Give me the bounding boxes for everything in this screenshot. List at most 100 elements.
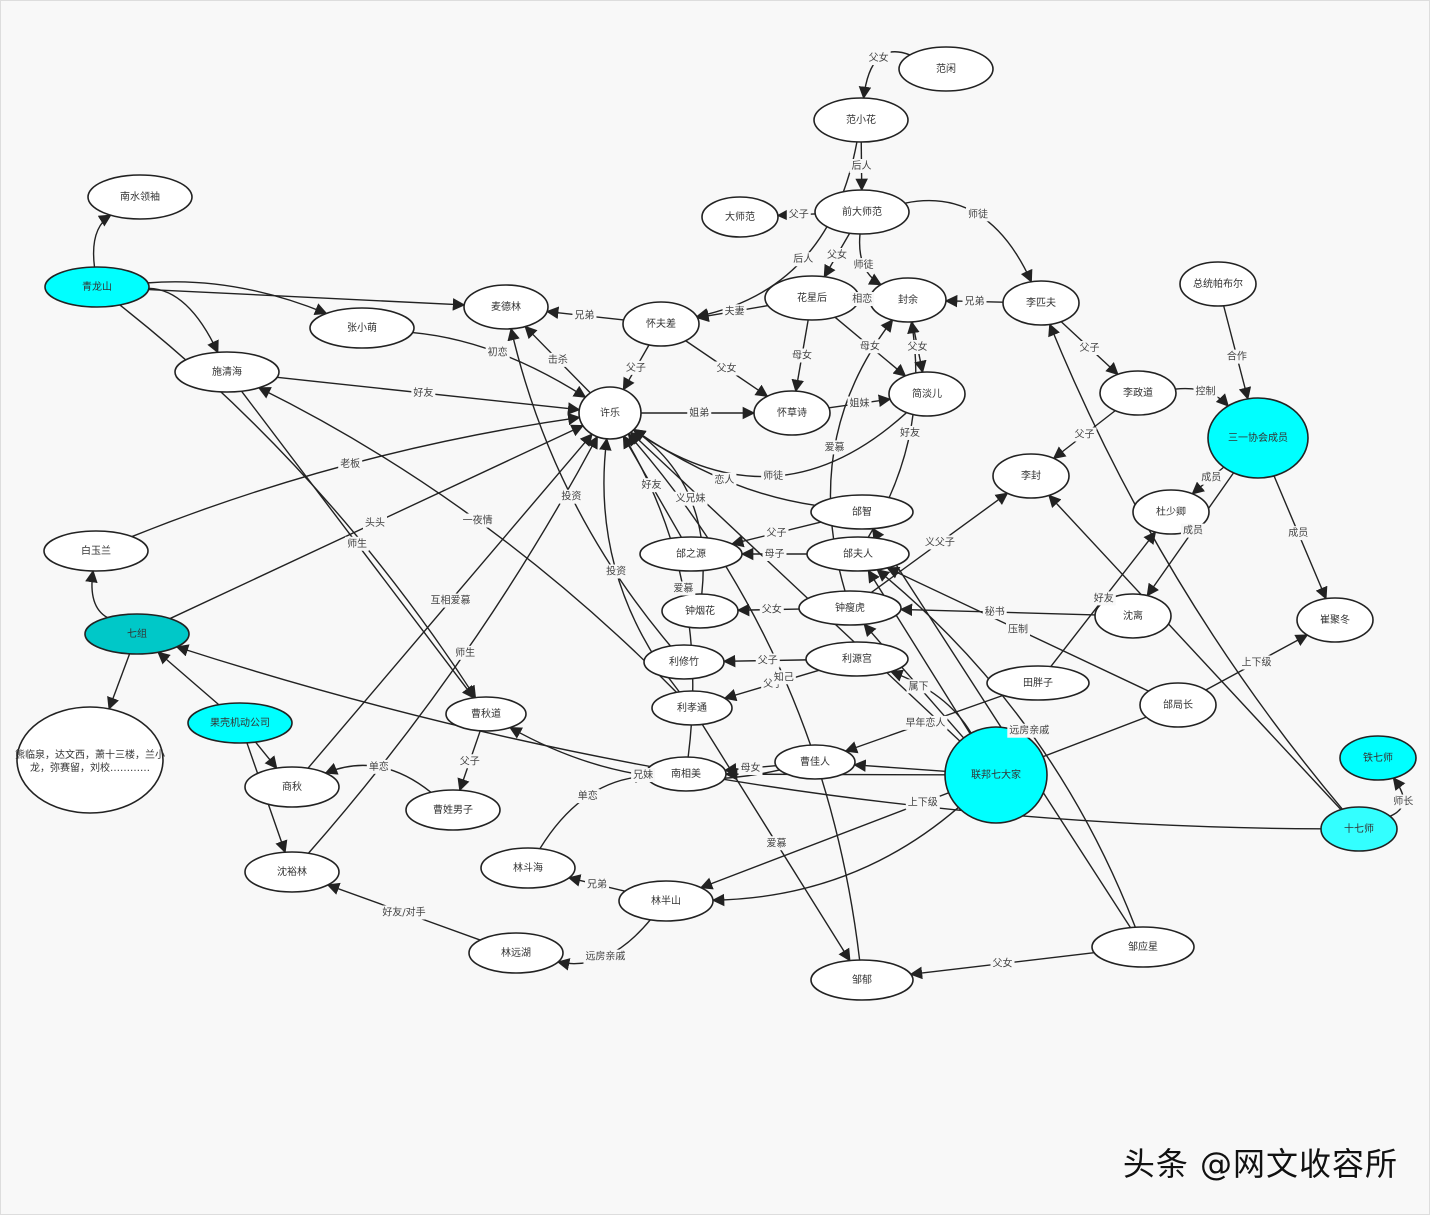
edge-qinglongshan-shiqinghai (148, 287, 219, 354)
node-shape (944, 726, 1048, 824)
node-shape (814, 189, 910, 235)
node-fanxian[interactable]: 范闲 (898, 46, 994, 92)
node-guoke[interactable]: 果壳机动公司 (187, 702, 293, 744)
node-lizhengdao[interactable]: 李政道 (1099, 370, 1177, 416)
edge-label: 老板 (340, 457, 360, 470)
edge-label: 好友/对手 (382, 906, 425, 919)
node-lixiuzhu[interactable]: 利修竹 (643, 644, 725, 680)
edge-label: 知己 (774, 670, 794, 683)
edge-label-bg (897, 425, 922, 440)
node-zhangxiaomeng[interactable]: 张小萌 (309, 307, 415, 349)
node-shape (578, 386, 642, 440)
node-shape (463, 284, 549, 330)
node-cuijudong[interactable]: 崔聚冬 (1296, 597, 1374, 643)
node-label: 邰智 (852, 505, 872, 518)
edge-label-bg (1193, 384, 1218, 399)
edge-label-bg (1224, 349, 1249, 364)
node-fengyu[interactable]: 封余 (869, 277, 947, 323)
node-huaicaoshi[interactable]: 怀草诗 (753, 390, 831, 436)
node-nanshui[interactable]: 南水领袖 (87, 174, 193, 220)
node-lifeng[interactable]: 李封 (992, 453, 1070, 499)
node-huaifuchai[interactable]: 怀夫差 (622, 301, 700, 347)
edge-label: 上下级 (1242, 657, 1272, 669)
edge-label: 控制 (1196, 385, 1216, 398)
node-taizhi[interactable]: 邰智 (810, 494, 914, 530)
node-liyuangong[interactable]: 利源宫 (805, 641, 909, 677)
node-linyuanhu[interactable]: 林远湖 (468, 932, 564, 974)
node-huaxinghou[interactable]: 花星后 (764, 275, 860, 321)
node-taifuren[interactable]: 邰夫人 (806, 536, 910, 572)
node-label: 田胖子 (1023, 677, 1053, 689)
node-label: 七组 (127, 627, 147, 640)
node-lianbang[interactable]: 联邦七大家 (944, 726, 1048, 824)
edge-label-bg (850, 292, 875, 307)
node-shiqinghai[interactable]: 施清海 (174, 351, 280, 393)
node-xionglinquan[interactable]: 熊临泉，达文西，萧十三楼，兰小龙，弥赛留，刘校………… (15, 706, 165, 814)
edge-label-bg (849, 159, 874, 173)
node-label: 李政道 (1123, 386, 1153, 399)
node-zhongshouhu[interactable]: 钟瘦虎 (798, 590, 902, 626)
node-lindouhai[interactable]: 林斗海 (480, 847, 576, 889)
node-caojiaren[interactable]: 曹佳人 (774, 744, 856, 780)
node-lixiaotong[interactable]: 利孝通 (651, 690, 733, 726)
node-shangqiu[interactable]: 商秋 (244, 766, 340, 808)
node-lipifu[interactable]: 李匹夫 (1002, 280, 1080, 326)
edge-label-bg (990, 956, 1015, 971)
node-shape (187, 702, 293, 744)
node-shape (445, 696, 527, 732)
node-taizhiyuan[interactable]: 邰之源 (639, 536, 743, 572)
edge-label-bg (851, 258, 876, 273)
node-dashifan[interactable]: 大师范 (701, 196, 779, 238)
node-baiyulan[interactable]: 白玉兰 (43, 530, 149, 572)
edge-label: 秘书 (985, 605, 1005, 618)
node-nanxiangmei[interactable]: 南相美 (645, 756, 727, 792)
edge-label-bg (825, 248, 849, 262)
node-shiqishi[interactable]: 十七师 (1320, 806, 1398, 852)
edge-label: 合作 (1227, 350, 1247, 363)
edge-label: 父子 (767, 527, 787, 539)
edge-label-bg (460, 513, 495, 528)
node-zouyingxing[interactable]: 邹应星 (1091, 926, 1195, 968)
node-shape (244, 766, 340, 808)
edge-label-bg (585, 877, 609, 892)
node-qiandashifan[interactable]: 前大师范 (814, 189, 910, 235)
node-qizu[interactable]: 七组 (84, 613, 190, 655)
node-caoxing[interactable]: 曹姓男子 (405, 789, 501, 831)
node-shape (622, 301, 700, 347)
edge-label-bg (485, 345, 510, 360)
node-sanyi[interactable]: 三一协会成员 (1207, 397, 1309, 479)
edge-label: 师长 (1393, 795, 1413, 808)
node-zouyu[interactable]: 邹郁 (810, 959, 914, 1001)
node-fanxiaohua[interactable]: 范小花 (813, 97, 909, 143)
node-tianpangzi[interactable]: 田胖子 (986, 665, 1090, 701)
node-qinglongshan[interactable]: 青龙山 (44, 266, 150, 308)
node-caoqiudao[interactable]: 曹秋道 (445, 696, 527, 732)
edge-label: 父子 (460, 755, 480, 767)
node-tieqishi[interactable]: 铁七师 (1339, 735, 1417, 781)
edge-baiyulan-xule (131, 412, 581, 538)
edge-label: 兄弟 (587, 879, 607, 891)
edge-qinglongshan-zhangxiaomeng (147, 281, 328, 315)
node-xule[interactable]: 许乐 (578, 386, 642, 440)
node-dushaoqing[interactable]: 杜少卿 (1132, 489, 1210, 535)
node-shenyulin[interactable]: 沈裕林 (244, 851, 340, 893)
node-jiandaner[interactable]: 简淡儿 (888, 371, 966, 417)
node-zhongyanhua[interactable]: 钟烟花 (661, 593, 739, 629)
node-maidelin[interactable]: 麦德林 (463, 284, 549, 330)
edge-label: 单恋 (369, 760, 389, 773)
edge-label-bg (847, 396, 872, 411)
node-linbanshan[interactable]: 林半山 (618, 880, 714, 922)
node-shape (1132, 489, 1210, 535)
node-shape (898, 46, 994, 92)
node-label: 沈离 (1123, 609, 1143, 622)
node-label: 南相美 (671, 767, 701, 780)
node-label: 三一协会成员 (1228, 431, 1288, 444)
edge-label: 好友 (1094, 591, 1114, 604)
edge-label: 义父子 (925, 536, 955, 548)
edge-label-bg (771, 670, 796, 685)
edge-label-bg (453, 645, 478, 660)
node-pabuer[interactable]: 总统帕布尔 (1179, 261, 1257, 307)
node-taijuzhang[interactable]: 邰局长 (1139, 682, 1217, 728)
edge-label-bg (572, 308, 597, 323)
edge-label: 爱慕 (673, 581, 693, 594)
